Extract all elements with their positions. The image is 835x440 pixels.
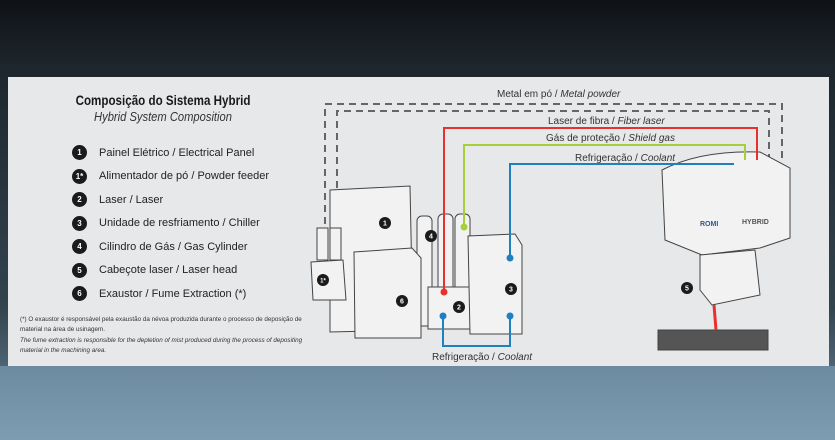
connector-dot <box>506 312 514 320</box>
subtitle: Hybrid System Composition <box>94 109 232 124</box>
laser-beam <box>712 304 718 331</box>
fume-extractor <box>353 247 422 339</box>
svg-text:4: 4 <box>429 234 433 241</box>
svg-text:3: 3 <box>509 287 513 294</box>
legend-label: Laser / Laser <box>99 193 164 206</box>
coolant-line-bottom <box>442 316 511 347</box>
svg-text:2: 2 <box>457 305 461 312</box>
number-badge: 5 <box>72 262 87 278</box>
svg-text:1: 1 <box>383 221 387 228</box>
fiber-laser-label: Laser de fibra / Fiber laser <box>548 116 665 127</box>
background-band <box>0 366 835 440</box>
number-badge: 1 <box>72 145 87 161</box>
number-badge: 4 <box>72 239 87 255</box>
svg-text:6: 6 <box>400 299 404 306</box>
shield-gas-label: Gás de proteção / Shield gas <box>546 133 675 144</box>
legend-item: 6 Exaustor / Fume Extraction (*) <box>72 282 269 306</box>
legend-item: 2 Laser / Laser <box>72 188 269 212</box>
metal-powder-line <box>324 103 783 236</box>
machine-head <box>661 151 791 256</box>
legend-item: 3 Unidade de resfriamento / Chiller <box>72 212 269 236</box>
brand-logo: ROMI <box>700 221 718 228</box>
title: Composição do Sistema Hybrid <box>75 93 251 108</box>
metal-powder-label: Metal em pó / Metal powder <box>497 89 621 100</box>
equipment <box>310 151 791 351</box>
legend-label: Alimentador de pó / Powder feeder <box>99 170 269 183</box>
spindle <box>699 249 761 306</box>
legend-item: 4 Cilindro de Gás / Gas Cylinder <box>72 235 269 259</box>
connector-dot <box>460 223 468 231</box>
number-badge: 6 <box>72 286 87 302</box>
workpiece <box>657 329 769 351</box>
legend-item: 1* Alimentador de pó / Powder feeder <box>72 165 269 189</box>
legend: 1 Painel Elétrico / Electrical Panel 1* Al… <box>72 141 269 306</box>
legend-label: Painel Elétrico / Electrical Panel <box>99 146 255 159</box>
connector-dot <box>440 288 448 296</box>
connector-dot <box>439 312 447 320</box>
footnote: (*) O exaustor é responsável pela exaust… <box>20 315 310 356</box>
powder-hopper <box>316 227 329 261</box>
legend-item: 5 Cabeçote laser / Laser head <box>72 259 269 283</box>
coolant-label-top: Refrigeração / Coolant <box>575 153 676 164</box>
model-logo: HYBRID <box>742 219 769 226</box>
coolant-label-bottom: Refrigeração / Coolant <box>432 352 533 363</box>
legend-label: Exaustor / Fume Extraction (*) <box>99 287 247 300</box>
powder-hopper <box>329 227 342 261</box>
diagram-badges: 1 4 1* 6 2 3 5 <box>317 217 693 313</box>
legend-label: Unidade de resfriamento / Chiller <box>99 217 260 230</box>
svg-text:1*: 1* <box>320 279 326 285</box>
connector-dot <box>506 254 514 262</box>
number-badge: 3 <box>72 215 87 231</box>
shield-gas-line <box>463 144 746 227</box>
footnote-en: The fume extraction is responsible for t… <box>20 337 303 354</box>
number-badge: 1* <box>72 168 87 184</box>
footnote-pt: (*) O exaustor é responsável pela exaust… <box>20 316 302 333</box>
svg-text:5: 5 <box>685 286 689 293</box>
fiber-laser-line <box>443 127 758 292</box>
legend-item: 1 Painel Elétrico / Electrical Panel <box>72 141 269 165</box>
legend-label: Cabeçote laser / Laser head <box>99 264 238 277</box>
legend-label: Cilindro de Gás / Gas Cylinder <box>99 240 248 253</box>
number-badge: 2 <box>72 192 87 208</box>
coolant-line-top <box>509 163 734 258</box>
